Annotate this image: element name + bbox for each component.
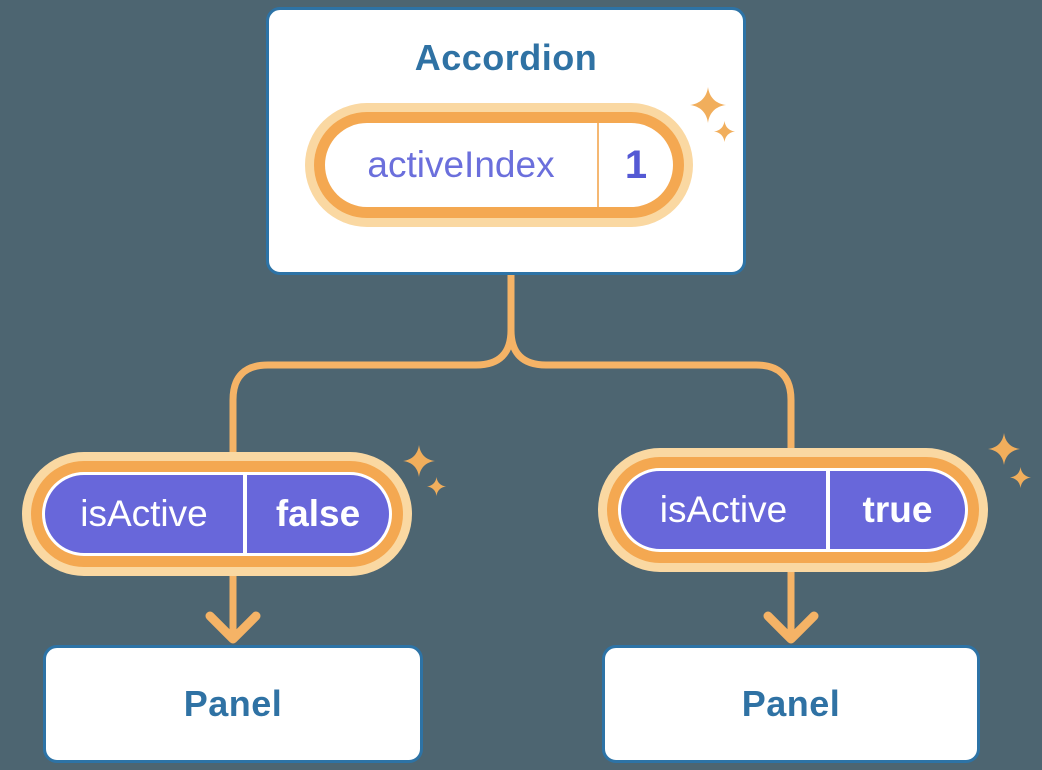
state-pill-divider	[597, 123, 599, 207]
prop-pill-isactive-false: isActive false	[22, 452, 412, 576]
prop-pill-body: isActive false	[42, 472, 392, 556]
prop-pill-divider	[243, 475, 247, 553]
state-pill-activeindex: activeIndex 1	[305, 103, 693, 227]
sparkle-icon	[427, 477, 446, 496]
sparkle-icon	[1010, 467, 1031, 488]
state-pill-ring: activeIndex 1	[314, 112, 684, 218]
state-label: activeIndex	[367, 144, 555, 185]
prop-pill-body: isActive true	[618, 468, 968, 552]
prop-label: isActive	[80, 493, 208, 534]
accordion-title: Accordion	[414, 37, 598, 78]
prop-value: true	[862, 489, 933, 530]
sparkle-icon	[714, 121, 735, 142]
prop-pill-ring: isActive false	[31, 461, 403, 567]
state-value: 1	[624, 142, 648, 187]
connector-right-branch	[507, 269, 795, 635]
prop-label: isActive	[659, 489, 788, 530]
prop-value: false	[275, 493, 361, 534]
prop-pill-divider	[826, 471, 830, 549]
sparkle-icon	[403, 445, 435, 477]
left-arrowhead-icon	[205, 611, 261, 644]
panel-card-left: Panel	[43, 645, 423, 763]
right-arrowhead-icon	[763, 611, 819, 644]
connector-left-branch	[229, 269, 515, 635]
prop-pill-ring: isActive true	[607, 457, 979, 563]
panel-card-right: Panel	[602, 645, 980, 763]
sparkle-icon	[690, 87, 726, 123]
prop-pill-isactive-true: isActive true	[598, 448, 988, 572]
sparkle-icon	[988, 433, 1020, 465]
state-pill-body: activeIndex 1	[325, 123, 673, 207]
